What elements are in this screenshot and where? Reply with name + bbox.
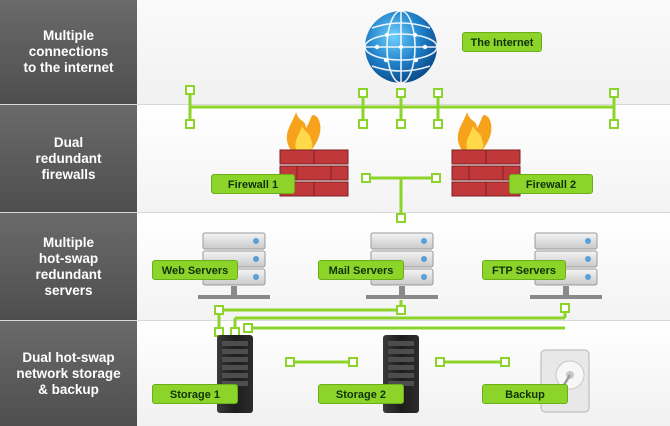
row-divider xyxy=(0,320,670,321)
globe-icon xyxy=(364,10,438,84)
node-label-internet: The Internet xyxy=(462,32,542,52)
row-divider xyxy=(0,212,670,213)
node-label-backup: Backup xyxy=(482,384,568,404)
connector-nodes xyxy=(185,85,619,367)
node-label-firewall-1: Firewall 1 xyxy=(211,174,295,194)
node-label-storage-2: Storage 2 xyxy=(318,384,404,404)
node-label-web-servers: Web Servers xyxy=(152,260,238,280)
node-label-mail-servers: Mail Servers xyxy=(318,260,404,280)
row-label-storage: Dual hot-swap network storage & backup xyxy=(0,321,137,426)
node-label-storage-1: Storage 1 xyxy=(152,384,238,404)
row-label-servers: Multiple hot-swap redundant servers xyxy=(0,213,137,320)
node-label-ftp-servers: FTP Servers xyxy=(482,260,566,280)
row-label-firewalls: Dual redundant firewalls xyxy=(0,105,137,212)
connector-lines xyxy=(188,90,616,364)
row-divider xyxy=(0,104,670,105)
node-label-firewall-2: Firewall 2 xyxy=(509,174,593,194)
row-label-internet: Multiple connections to the internet xyxy=(0,0,137,104)
